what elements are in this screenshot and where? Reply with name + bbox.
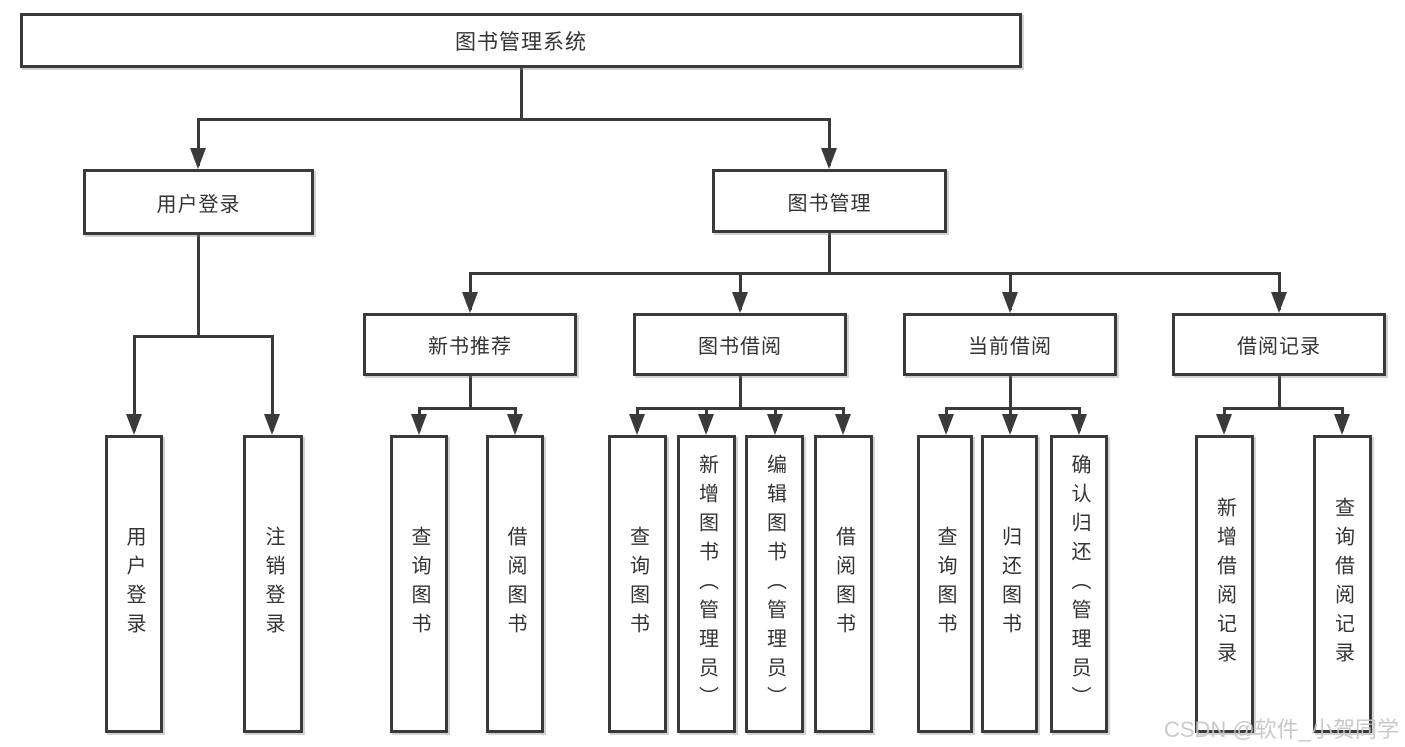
leaf-confirm-return-admin: 确认归还（管理员） [1050, 435, 1108, 733]
arrowhead-icon [629, 414, 645, 435]
node-label: 借阅记录 [1237, 336, 1321, 358]
connector-stem-leaf [271, 335, 274, 431]
arrowhead-icon [1002, 414, 1018, 435]
node-label: 新增图书（管理员） [695, 453, 718, 715]
arrowhead-icon [507, 414, 523, 435]
arrowhead-icon [732, 292, 748, 313]
node-label: 图书管理 [787, 192, 872, 215]
arrowhead-icon [126, 414, 142, 435]
arrowhead-icon [1071, 414, 1087, 435]
node-label: 查询图书 [408, 526, 430, 642]
node-label: 图书借阅 [698, 336, 782, 358]
connector-root-trunk [520, 68, 523, 118]
arrowhead-icon [1334, 414, 1350, 435]
node-label: 当前借阅 [968, 336, 1052, 358]
arrowhead-icon [411, 414, 427, 435]
connector-stem-l3 [1278, 272, 1281, 310]
node-label: 新书推荐 [428, 336, 512, 358]
leaf-add-books-admin: 新增图书（管理员） [677, 435, 736, 733]
node-label: 新增借阅记录 [1213, 497, 1236, 671]
arrowhead-icon [1216, 414, 1232, 435]
arrowhead-icon [835, 414, 851, 435]
node-label: 借阅图书 [504, 526, 526, 642]
node-user-login: 用户登录 [83, 169, 314, 235]
arrowhead-icon [1002, 292, 1018, 313]
connector-recommend-trunk [469, 376, 472, 407]
node-book-management: 图书管理 [712, 169, 947, 233]
connector-borrow-trunk [739, 376, 742, 407]
node-label: 归还图书 [998, 526, 1021, 642]
leaf-query-books-borrow: 查询图书 [608, 435, 667, 733]
node-library-system-root: 图书管理系统 [20, 13, 1022, 68]
connector-level2-branch [197, 118, 831, 121]
connector-recommend-branch [418, 407, 517, 410]
connector-stem-user-login [197, 118, 200, 166]
leaf-user-login: 用户登录 [105, 435, 163, 733]
connector-stem-book-mgmt [828, 118, 831, 166]
connector-stem-l3 [739, 272, 742, 310]
connector-stem-l3 [469, 272, 472, 310]
connector-current-branch [945, 407, 1081, 410]
connector-record-branch [1223, 407, 1344, 410]
arrowhead-icon [190, 148, 206, 169]
leaf-return-books: 归还图书 [981, 435, 1038, 733]
leaf-query-borrow-record: 查询借阅记录 [1313, 435, 1372, 733]
node-new-book-recommend: 新书推荐 [363, 313, 577, 376]
connector-book-mgmt-trunk [828, 233, 831, 272]
node-current-borrowing: 当前借阅 [903, 313, 1117, 376]
connector-user-branch [133, 335, 274, 338]
node-label: 借阅图书 [832, 526, 855, 642]
arrowhead-icon [1271, 292, 1287, 313]
node-label: 注销登录 [262, 526, 284, 642]
leaf-borrow-books: 借阅图书 [814, 435, 873, 733]
node-label: 图书管理系统 [455, 30, 587, 54]
leaf-borrow-books-recommend: 借阅图书 [486, 435, 544, 733]
leaf-query-books-current: 查询图书 [917, 435, 973, 733]
connector-stem-l3 [1009, 272, 1012, 310]
arrowhead-icon [698, 414, 714, 435]
connector-borrow-branch [636, 407, 845, 410]
connector-stem-leaf [133, 335, 136, 431]
node-borrowing-records: 借阅记录 [1172, 313, 1386, 376]
node-label: 用户登录 [123, 526, 145, 642]
arrowhead-icon [821, 148, 837, 169]
node-label: 查询图书 [934, 526, 956, 642]
connector-level3-branch [469, 272, 1281, 275]
leaf-edit-books-admin: 编辑图书（管理员） [745, 435, 804, 733]
leaf-add-borrow-record: 新增借阅记录 [1195, 435, 1254, 733]
leaf-logout: 注销登录 [243, 435, 303, 733]
arrowhead-icon [938, 414, 954, 435]
csdn-watermark: CSDN @软件_小贺同学 [1163, 717, 1399, 742]
leaf-query-books-recommend: 查询图书 [390, 435, 448, 733]
node-label: 编辑图书（管理员） [763, 453, 786, 715]
connector-user-login-trunk [197, 235, 200, 335]
connector-current-trunk [1009, 376, 1012, 407]
connector-record-trunk [1278, 376, 1281, 407]
arrowhead-icon [462, 292, 478, 313]
node-label: 用户登录 [156, 193, 241, 216]
node-label: 查询借阅记录 [1331, 497, 1354, 671]
node-book-borrowing: 图书借阅 [633, 313, 847, 376]
arrowhead-icon [264, 414, 280, 435]
node-label: 查询图书 [626, 526, 649, 642]
arrowhead-icon [767, 414, 783, 435]
node-label: 确认归还（管理员） [1068, 453, 1090, 715]
